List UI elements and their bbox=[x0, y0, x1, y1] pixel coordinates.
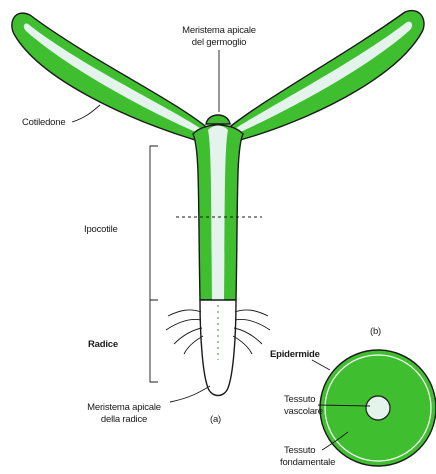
root-hair-left-2 bbox=[166, 319, 201, 330]
root-bracket bbox=[150, 300, 158, 382]
ground-tissue-label-2: fondamentale bbox=[280, 457, 335, 468]
root-hair-right-3 bbox=[234, 328, 262, 344]
cotyledon-leader bbox=[72, 105, 100, 122]
root-hair-right-4 bbox=[233, 336, 252, 354]
panel-a-label: (a) bbox=[210, 414, 221, 425]
root-label: Radice bbox=[88, 339, 118, 350]
root-meristem-label-2: della radice bbox=[101, 414, 147, 425]
root-meristem-leader bbox=[170, 386, 210, 402]
cross-section-vascular bbox=[366, 396, 390, 420]
epidermis-label: Epidermide bbox=[270, 349, 320, 360]
root-hair-right-1 bbox=[235, 310, 268, 316]
vascular-tissue-label-2: vascolare bbox=[284, 406, 323, 417]
hypocotyl-label: Ipocotile bbox=[84, 224, 118, 235]
root-meristem-label-1: Meristema apicale bbox=[87, 402, 161, 413]
right-cotyledon-vein bbox=[233, 22, 412, 134]
vascular-tissue-label-1: Tessuto bbox=[284, 394, 315, 405]
shoot-meristem-label-1: Meristema apicale bbox=[182, 25, 256, 36]
shoot-meristem-label-2: del germoglio bbox=[192, 37, 246, 48]
root-hair-left-3 bbox=[174, 328, 202, 344]
epidermis-leader bbox=[312, 360, 330, 370]
seedling-illustration bbox=[12, 11, 424, 396]
hypocotyl-bracket bbox=[150, 146, 158, 300]
root-cross-section bbox=[320, 350, 436, 466]
panel-b-label: (b) bbox=[370, 326, 381, 337]
cotyledon-label: Cotiledone bbox=[22, 117, 65, 128]
root-hair-left-4 bbox=[184, 336, 203, 354]
root-hair-right-2 bbox=[235, 319, 270, 330]
ground-tissue-label-1: Tessuto bbox=[284, 445, 315, 456]
root-hair-left-1 bbox=[168, 310, 201, 316]
region-brackets bbox=[150, 146, 158, 382]
shoot-apex bbox=[206, 115, 230, 124]
